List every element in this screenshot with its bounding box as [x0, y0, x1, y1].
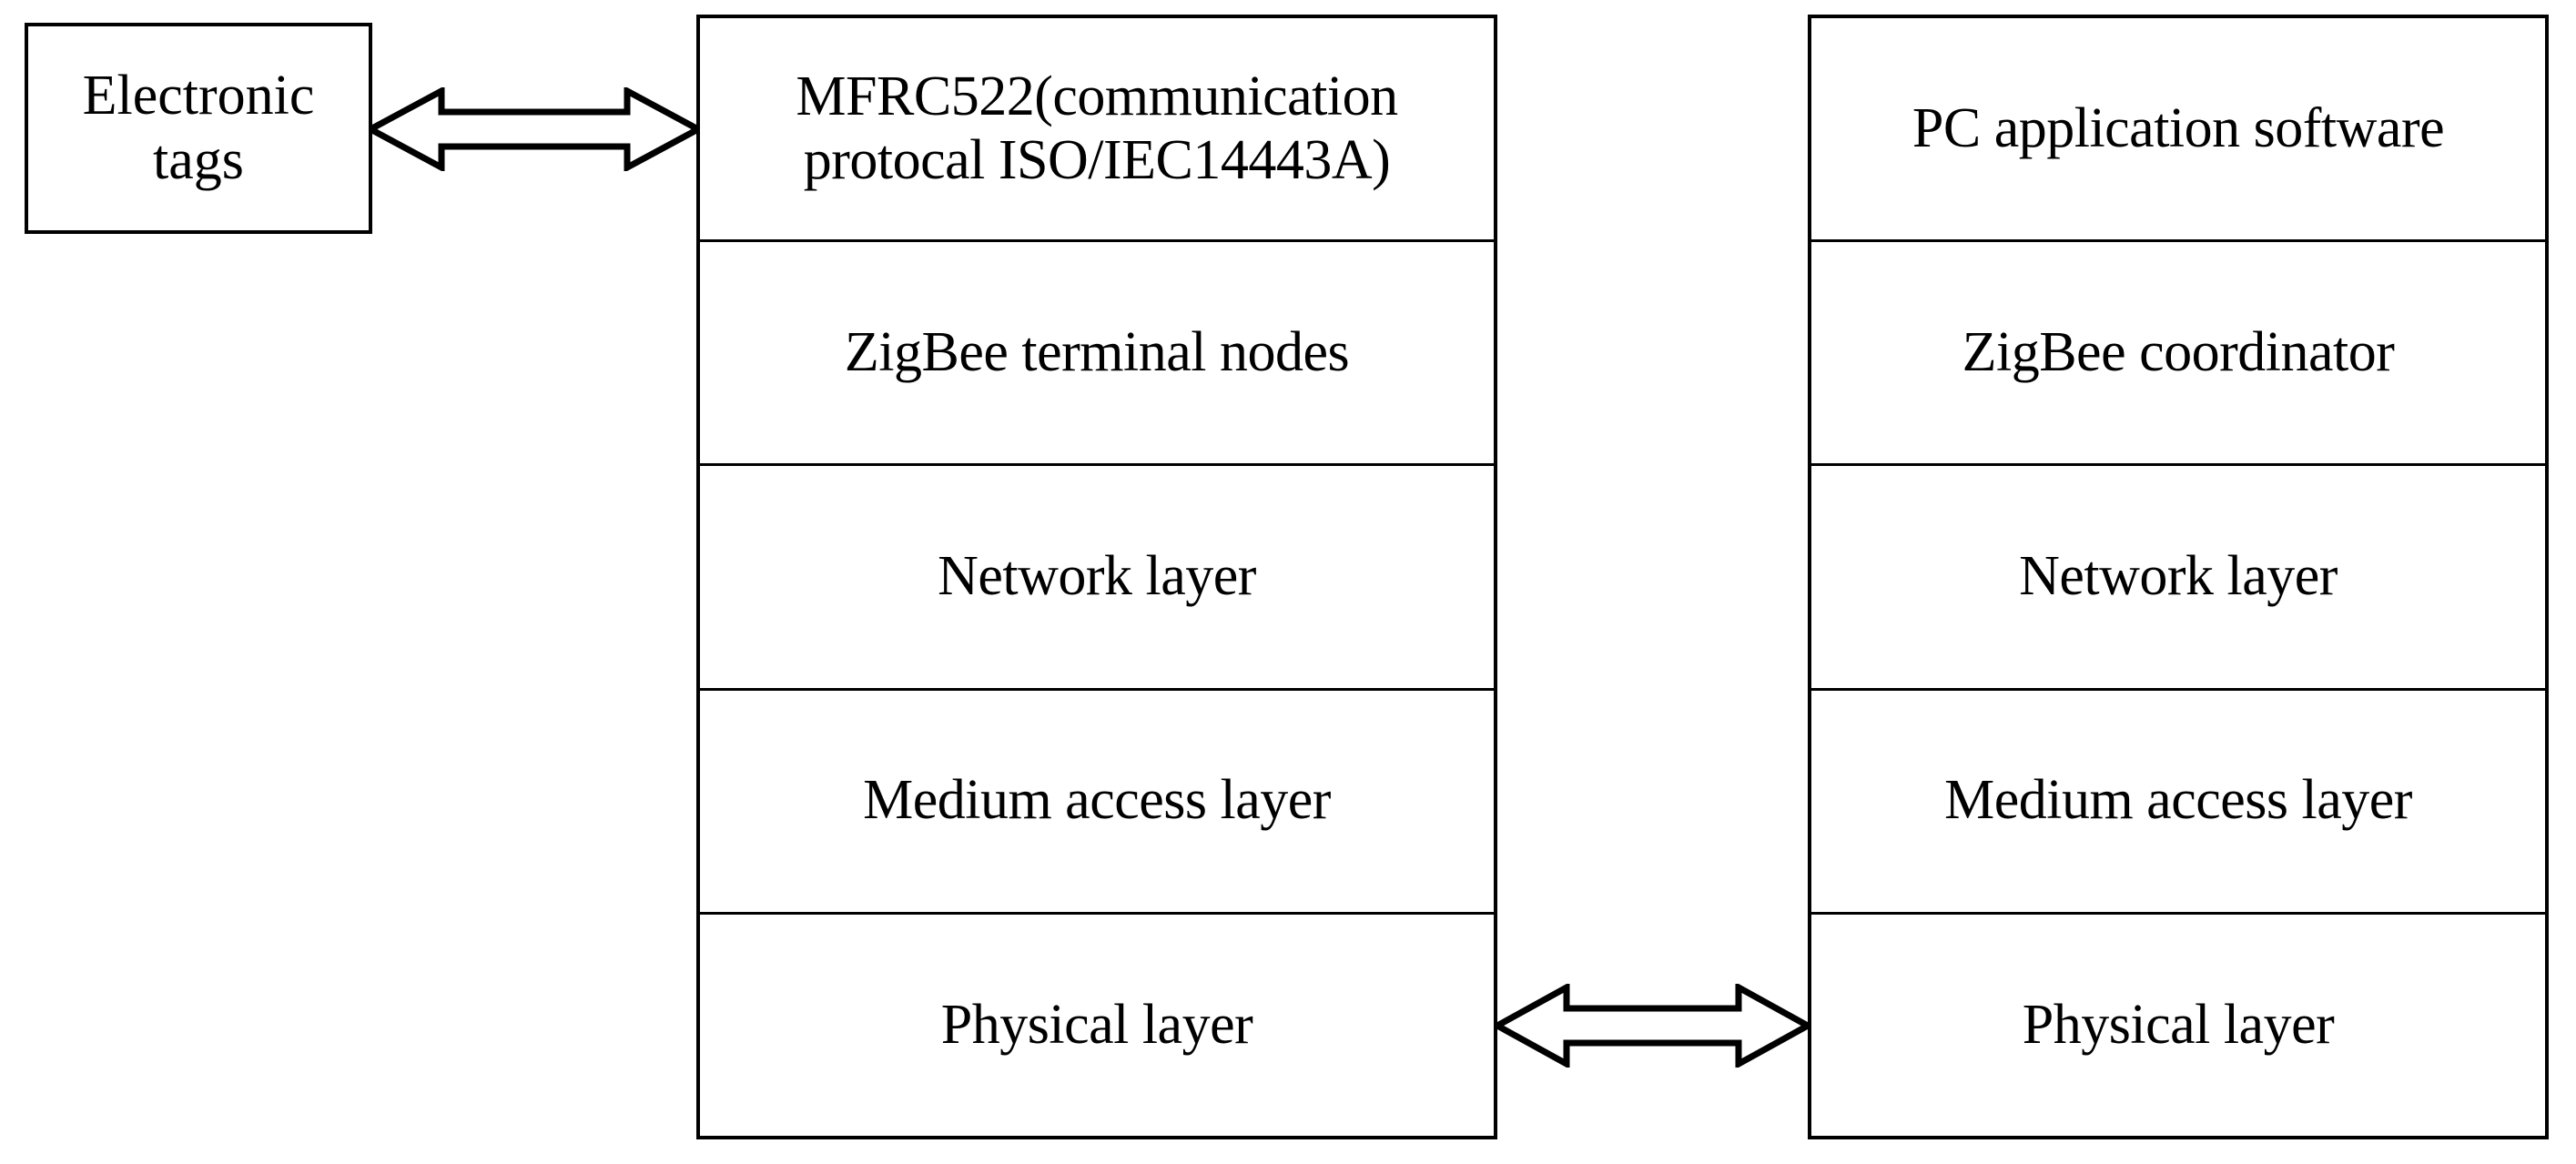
stack-row: Physical layer: [700, 915, 1494, 1136]
stack-row: Physical layer: [1811, 915, 2545, 1136]
electronic-tags-box: Electronic tags: [25, 23, 372, 234]
coordinator-row-label-zigbee-coordinator: ZigBee coordinator: [1962, 321, 2395, 384]
tags-to-reader-arrow: [369, 87, 700, 171]
stack-row: ZigBee coordinator: [1811, 242, 2545, 467]
stack-row: MFRC522(communication protocal ISO/IEC14…: [700, 18, 1494, 243]
terminal-row-label-mfrc522: MFRC522(communication protocal ISO/IEC14…: [796, 66, 1398, 191]
stack-row: ZigBee terminal nodes: [700, 242, 1494, 467]
coordinator-row-label-physical-layer: Physical layer: [2022, 993, 2335, 1056]
stack-row: Medium access layer: [700, 691, 1494, 915]
coordinator-row-label-medium-access-layer: Medium access layer: [1944, 769, 2412, 832]
stack-row: Network layer: [700, 466, 1494, 691]
stack-row: Network layer: [1811, 466, 2545, 691]
terminal-row-label-physical-layer: Physical layer: [940, 993, 1253, 1056]
physical-to-physical-arrow: [1496, 984, 1810, 1068]
stack-row: Medium access layer: [1811, 691, 2545, 915]
terminal-row-label-medium-access-layer: Medium access layer: [863, 769, 1331, 832]
coordinator-row-label-pc-application-software: PC application software: [1912, 96, 2445, 159]
terminal-row-label-zigbee-terminal-nodes: ZigBee terminal nodes: [844, 321, 1350, 384]
stack-row: PC application software: [1811, 18, 2545, 243]
electronic-tags-label: Electronic tags: [82, 65, 315, 191]
zigbee-terminal-stack: MFRC522(communication protocal ISO/IEC14…: [696, 15, 1497, 1139]
zigbee-coordinator-stack: PC application software ZigBee coordinat…: [1808, 15, 2549, 1139]
terminal-row-label-network-layer: Network layer: [938, 545, 1256, 608]
coordinator-row-label-network-layer: Network layer: [2019, 545, 2338, 608]
